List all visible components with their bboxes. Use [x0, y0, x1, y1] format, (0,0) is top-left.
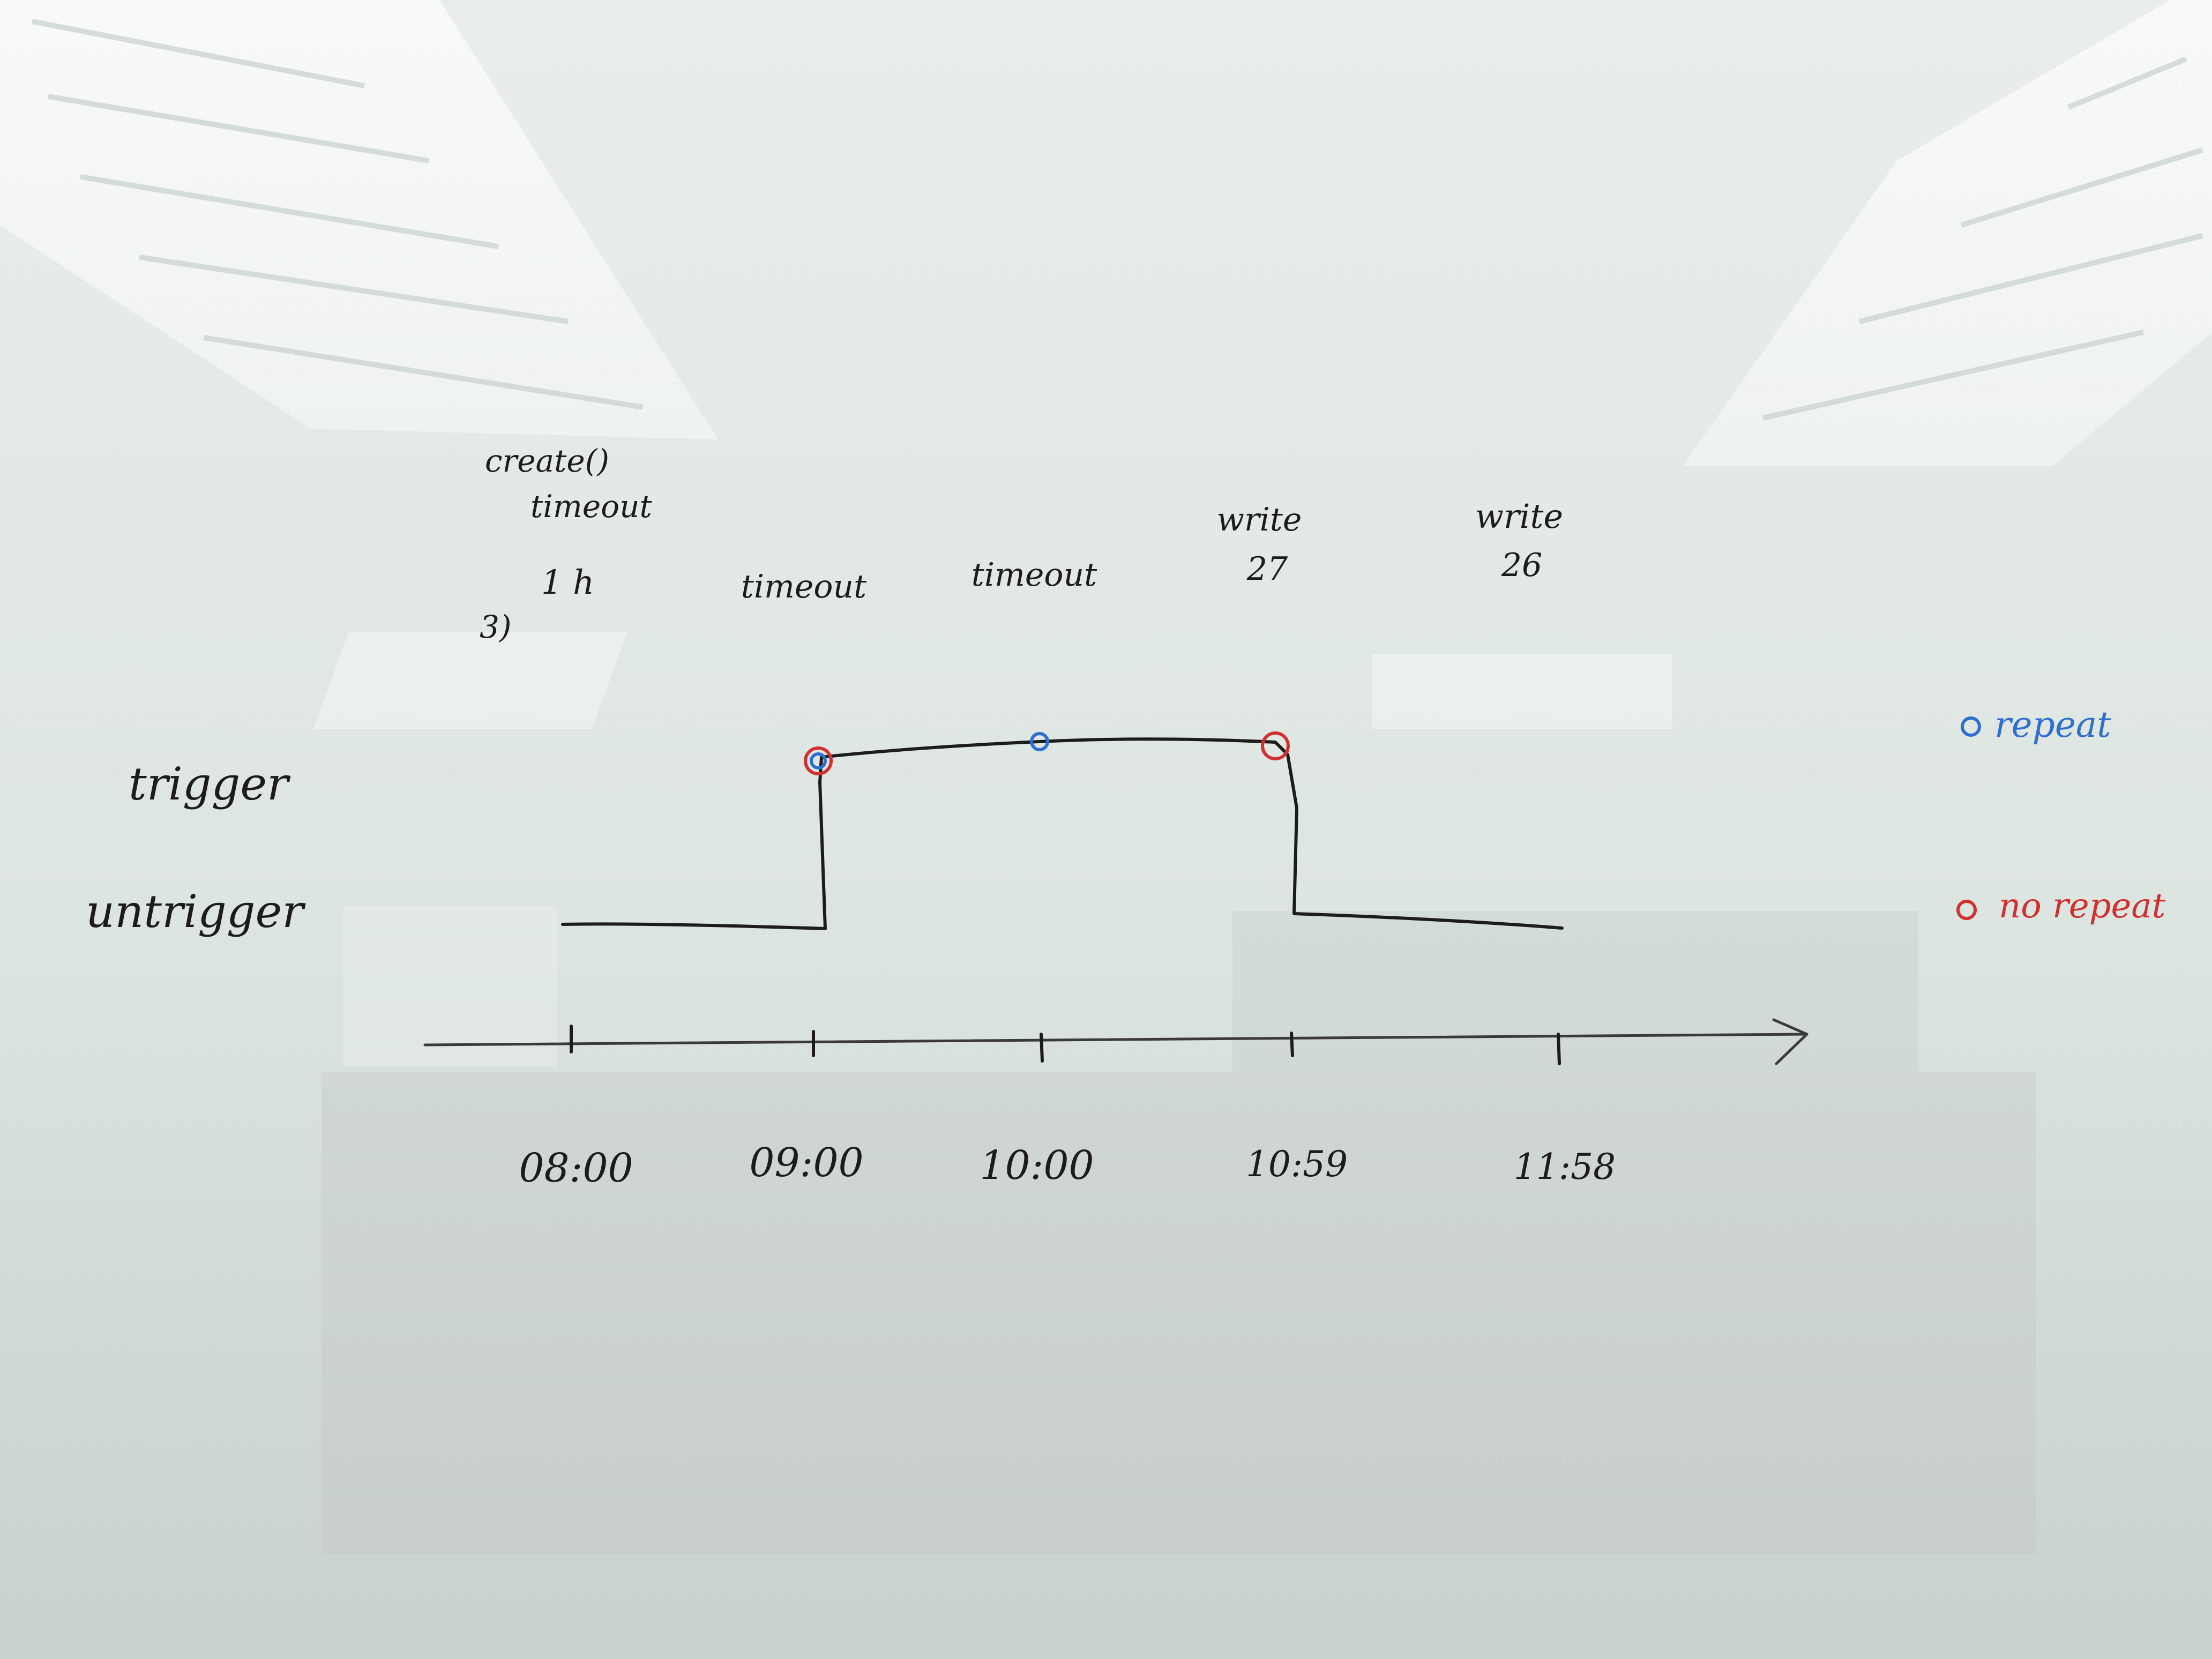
state-label-untrigger: untrigger: [86, 885, 306, 938]
time-label-1000: 10:00: [980, 1142, 1094, 1189]
state-label-trigger: trigger: [129, 758, 291, 810]
legend-label-repeat: repeat: [1994, 704, 2111, 745]
legend-repeat: repeat: [1961, 704, 2111, 745]
event-value-4: 26: [1501, 547, 1542, 584]
ceiling-light-reflection-left: [0, 0, 718, 439]
event-label-2: timeout: [972, 556, 1097, 594]
marker-1000-repeat: [1030, 732, 1049, 751]
event-label-1: timeout: [741, 568, 867, 606]
room-reflection: [313, 632, 2036, 1554]
time-label-0900: 09:00: [749, 1140, 863, 1186]
note-duration: 1 h: [541, 563, 594, 602]
legend-marker-repeat: [1961, 716, 1981, 737]
time-label-1059: 10:59: [1246, 1144, 1348, 1185]
event-value-3: 27: [1246, 550, 1288, 588]
time-label-1158: 11:58: [1514, 1146, 1616, 1187]
legend-marker-no-repeat: [1956, 900, 1977, 920]
ceiling-light-reflection-right: [1683, 0, 2212, 466]
time-label-0800: 08:00: [519, 1145, 633, 1191]
note-create: create(): [485, 443, 609, 479]
note-timeout: timeout: [530, 488, 652, 525]
legend-no-repeat: no repeat: [1956, 886, 2166, 926]
marker-1059-no-repeat: [1261, 731, 1290, 760]
axis-arrowhead: [1772, 1018, 1809, 1065]
marker-0900-no-repeat: [804, 746, 833, 775]
marker-0900-repeat: [810, 752, 827, 769]
legend-label-no-repeat: no repeat: [1999, 886, 2166, 926]
note-item-number: 3): [480, 609, 512, 645]
event-label-4: write: [1475, 497, 1563, 536]
axis-ticks: [570, 1025, 1561, 1065]
signal-trace: [561, 737, 1564, 930]
event-label-3: write: [1217, 501, 1302, 539]
